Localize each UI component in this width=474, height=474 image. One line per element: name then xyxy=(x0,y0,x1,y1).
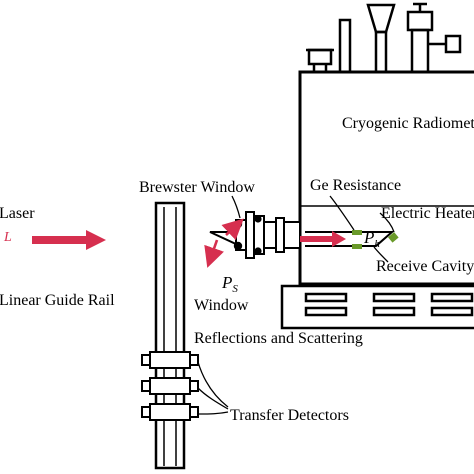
transfer-detectors xyxy=(141,351,199,421)
leader-detector-2 xyxy=(197,387,229,410)
reflected-beam-arrow xyxy=(221,218,244,241)
leader-detector-3 xyxy=(197,411,229,415)
ge-resistance-sensor-lower xyxy=(352,244,362,249)
transfer-detector-2 xyxy=(141,377,199,395)
window-label: Window xyxy=(194,297,249,314)
ge-resistance-sensor xyxy=(352,230,362,235)
entry-port xyxy=(283,221,301,249)
reflections-scattering-label: Reflections and Scattering xyxy=(194,330,363,347)
laser-label: Laser xyxy=(0,205,35,222)
leader-detector-1 xyxy=(197,361,229,408)
transfer-detectors-label: Transfer Detectors xyxy=(230,407,349,424)
leader-brewster xyxy=(231,195,241,219)
leader-ge xyxy=(329,195,355,231)
flange-4 xyxy=(263,221,277,249)
power-s-label: PS xyxy=(221,273,238,295)
flange-2 xyxy=(245,211,255,259)
laser-beam-arrow xyxy=(32,230,106,250)
top-fittings xyxy=(306,2,462,74)
brewster-window-label: Brewster Window xyxy=(139,179,255,196)
leader-lines xyxy=(197,195,395,415)
small-valve xyxy=(307,48,333,66)
transfer-detector-3 xyxy=(141,403,199,421)
leader-cavity xyxy=(373,246,389,263)
scattered-beam-arrow xyxy=(204,239,224,268)
fill-funnel xyxy=(366,3,396,34)
power-h-label: Ph xyxy=(363,228,380,250)
laser-symbol: L xyxy=(3,230,12,245)
transmitted-beam-arrow xyxy=(300,231,346,247)
brewster-window-assembly xyxy=(209,211,301,259)
rail-body xyxy=(154,201,186,470)
electric-heater-element xyxy=(388,232,399,243)
vent-tube xyxy=(338,18,352,74)
text-labels: Laser L Linear Guide Rail Brewster Windo… xyxy=(0,115,474,424)
leader-heater xyxy=(379,212,395,233)
linear-guide-rail xyxy=(154,201,186,470)
linear-guide-rail-label: Linear Guide Rail xyxy=(0,292,115,309)
cryogenic-radiometer xyxy=(298,70,474,286)
flange-5 xyxy=(275,217,285,253)
receive-cavity-label: Receive Cavity xyxy=(376,258,474,275)
cryogenic-radiometer-label: Cryogenic Radiometer xyxy=(342,115,474,132)
base-platform xyxy=(280,284,474,330)
ge-resistance-label: Ge Resistance xyxy=(310,177,401,194)
cavity-body xyxy=(305,231,395,247)
beams xyxy=(32,218,346,268)
receive-cavity xyxy=(305,230,399,249)
transfer-detector-1 xyxy=(141,351,199,369)
valve-assembly xyxy=(410,28,430,74)
radiometer-housing xyxy=(298,70,474,286)
electric-heater-label: Electric Heater xyxy=(381,205,474,222)
